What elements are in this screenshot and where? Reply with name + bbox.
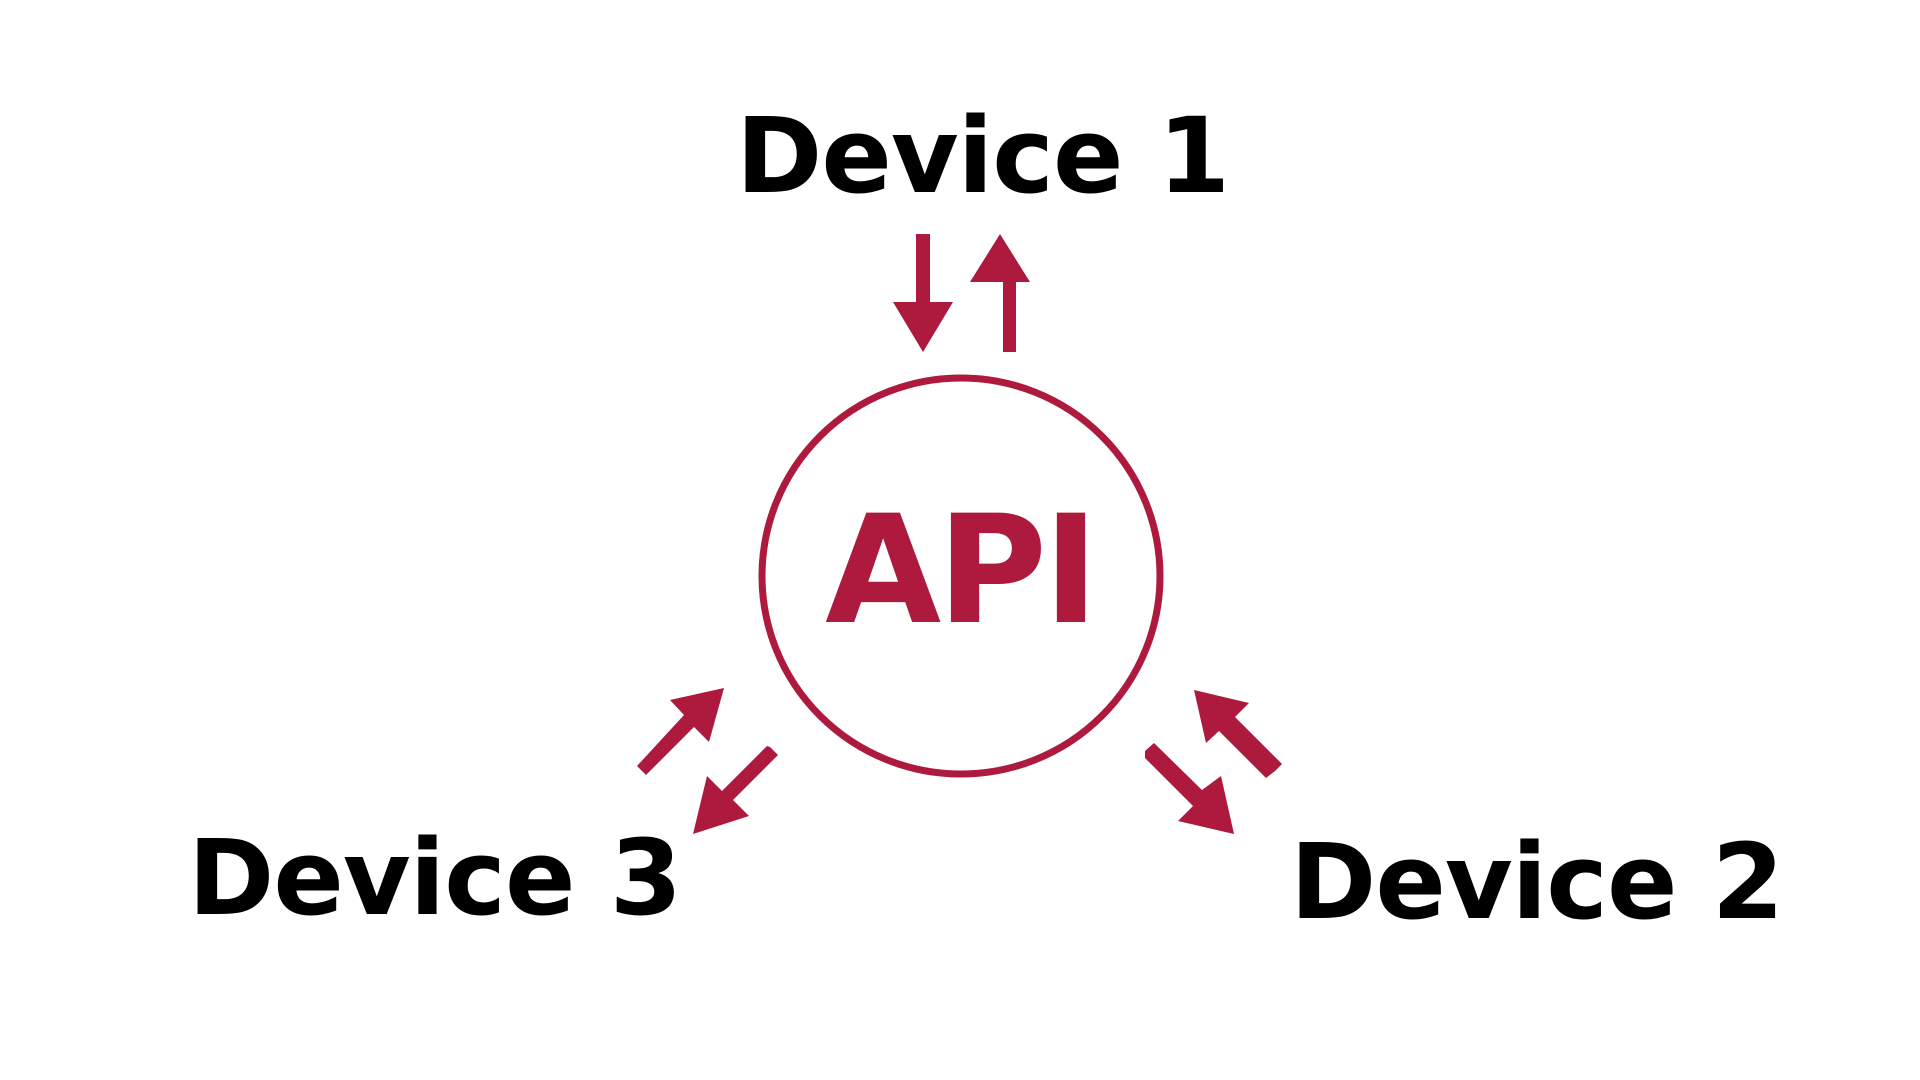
device-2-label: Device 2	[1290, 821, 1784, 943]
arrow-api-to-device1	[970, 234, 1030, 352]
arrow-api-to-device3	[693, 746, 778, 834]
api-hub-circle	[758, 374, 1164, 778]
api-hub-label: API	[825, 484, 1099, 658]
arrow-device3-to-api	[637, 688, 724, 775]
arrow-api-to-device2	[1145, 743, 1234, 834]
device-3-label: Device 3	[188, 817, 682, 939]
arrow-device2-to-api	[1194, 690, 1282, 778]
device-1-label: Device 1	[736, 95, 1230, 217]
arrow-device1-to-api	[893, 234, 953, 352]
